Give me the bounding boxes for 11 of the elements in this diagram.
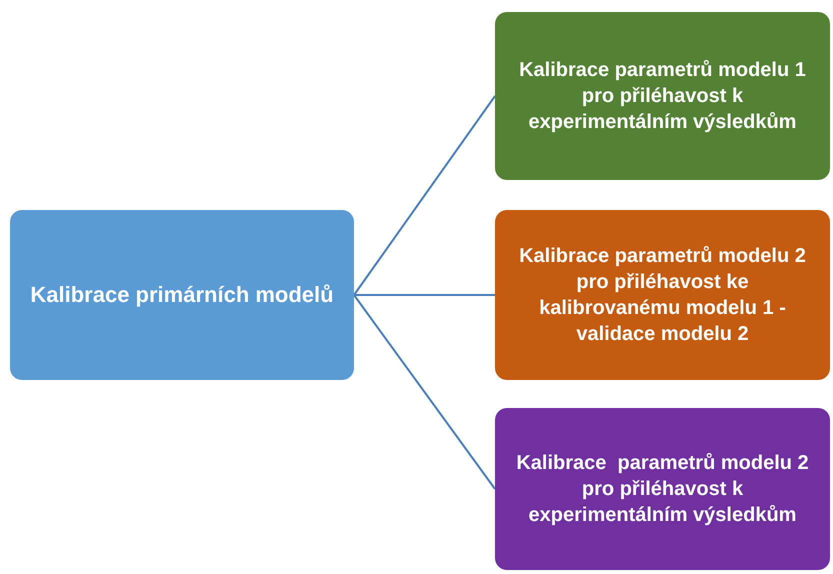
box-label: Kalibrace parametrů modelu 2 pro přiléhavost k experimentálním výsledkům bbox=[515, 451, 810, 528]
box-label: Kalibrace primárních modelů bbox=[30, 280, 334, 309]
process-box bbox=[495, 210, 830, 380]
box-label: Kalibrace parametrů modelu 1 pro přiléhavost k experimentálním výsledkům bbox=[518, 58, 807, 135]
connector-line bbox=[353, 294, 496, 490]
connector-line bbox=[354, 294, 495, 296]
connector-line bbox=[353, 95, 496, 296]
process-box bbox=[495, 408, 830, 570]
box-label: Kalibrace parametrů modelu 2 pro přiléhavost ke kalibrovanému modelu 1 - validace modelu 2 bbox=[518, 244, 807, 347]
process-box bbox=[495, 12, 830, 180]
process-box bbox=[10, 210, 354, 380]
